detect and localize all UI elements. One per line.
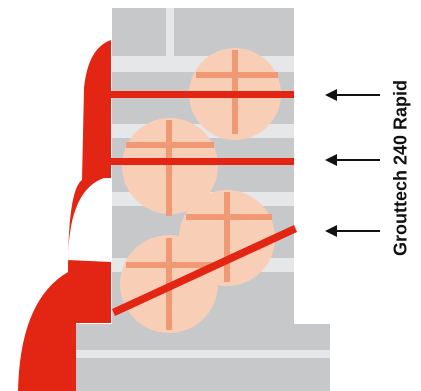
anchor-rod-3 xyxy=(112,225,297,316)
anchor-rods xyxy=(96,91,297,316)
anchor-cross-3-v xyxy=(224,192,230,282)
anchor-rod-2 xyxy=(96,158,294,165)
arrow-left-icon xyxy=(325,225,380,237)
arrow-left-icon xyxy=(325,89,380,101)
arrows xyxy=(325,89,380,237)
mortar-joint-vertical-top xyxy=(166,8,174,56)
product-label: Grouttech 240 Rapid xyxy=(390,79,411,257)
anchor-cross-2-v xyxy=(166,120,172,216)
anchor-rod-1 xyxy=(96,91,294,98)
arrow-left-icon xyxy=(325,154,380,166)
mortar-joint-base xyxy=(76,350,330,358)
red-edge-shape xyxy=(18,40,111,391)
